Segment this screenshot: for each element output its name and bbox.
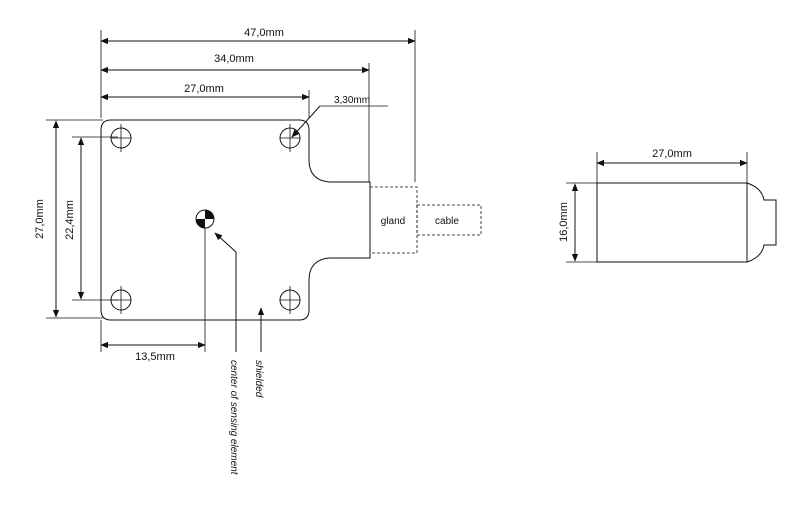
hole-spacing-label: 22,4mm xyxy=(64,200,76,240)
sensor-body-side-view xyxy=(596,182,777,263)
center-offset-label: 13,5mm xyxy=(135,351,175,363)
dimension-overall-width: 47,0mm xyxy=(100,27,416,182)
shielded-callout: shielded xyxy=(253,307,265,398)
width-to-gland-label: 34,0mm xyxy=(214,53,254,65)
mounting-hole-bottom-left xyxy=(110,286,132,314)
dimension-side-width: 27,0mm xyxy=(596,148,748,183)
center-of-sensing-element-label: center of sensing element xyxy=(228,360,239,476)
side-width-label: 27,0mm xyxy=(652,148,692,160)
cable: cable xyxy=(416,204,482,236)
mounting-hole-top-right xyxy=(279,124,301,152)
gland-label: gland xyxy=(381,216,405,227)
sensor-body-top-view xyxy=(100,119,371,321)
dimension-center-offset: 13,5mm xyxy=(100,228,206,363)
shielded-label: shielded xyxy=(253,360,264,398)
side-height-label: 16,0mm xyxy=(558,202,570,242)
overall-width-label: 47,0mm xyxy=(244,27,284,39)
body-width-label: 27,0mm xyxy=(184,83,224,95)
mounting-hole-top-left xyxy=(110,124,132,152)
dimension-body-width: 27,0mm xyxy=(100,83,310,118)
dimension-width-to-gland: 34,0mm xyxy=(100,53,370,182)
dimension-body-height: 27,0mm xyxy=(34,119,103,319)
mounting-hole-bottom-right xyxy=(279,286,301,314)
dimension-side-height: 16,0mm xyxy=(558,182,597,263)
hole-diameter-callout: 3,30mm xyxy=(291,95,388,138)
sensing-element-center-icon xyxy=(195,209,215,229)
center-of-sensing-element-callout: center of sensing element xyxy=(214,232,239,476)
hole-diameter-label: 3,30mm xyxy=(334,95,370,106)
dimension-hole-spacing: 22,4mm xyxy=(64,136,118,301)
cable-label: cable xyxy=(435,216,459,227)
body-height-label: 27,0mm xyxy=(34,199,46,239)
gland: gland xyxy=(369,186,418,254)
